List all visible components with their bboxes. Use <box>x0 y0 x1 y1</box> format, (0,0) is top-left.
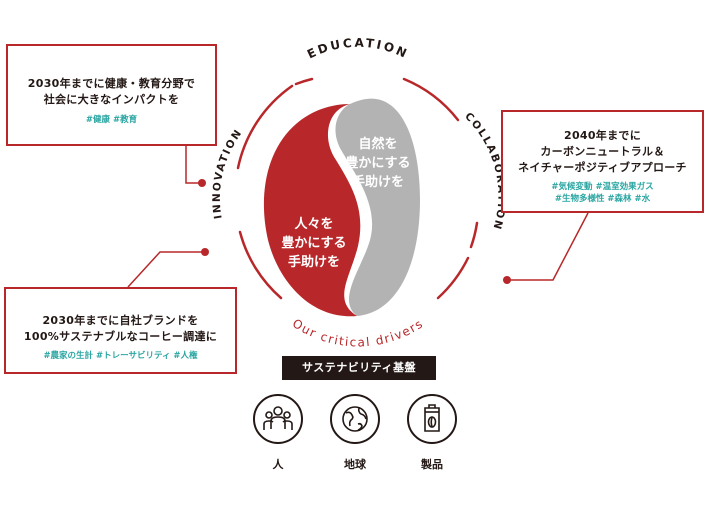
bean-text-left: 人々を 豊かにする 手助けを <box>281 216 346 270</box>
goal-carbon-line-1: 2040年までに <box>563 129 641 142</box>
foundation-item-people: 人 <box>251 394 305 472</box>
goal-brand-line-2: 100%サステナブルなコーヒー調達に <box>23 330 218 343</box>
connector-education <box>185 146 202 184</box>
ring-arc-top-right <box>402 77 460 122</box>
coffee-bag-icon <box>407 394 457 444</box>
bean-left-line-2: 豊かにする <box>281 235 346 251</box>
outer-ring <box>236 77 479 300</box>
goal-education-line-2: 社会に大きなインパクトを <box>43 93 180 106</box>
bean-right-line-2: 豊かにする <box>345 155 410 171</box>
ring-arc-top-left <box>294 77 314 86</box>
foundation-label-earth: 地球 <box>344 458 366 471</box>
globe-icon <box>330 394 380 444</box>
goal-carbon-line-2: カーボンニュートラル＆ <box>540 145 665 158</box>
goal-education-tags: #健康 #教育 <box>85 115 138 125</box>
goal-box-education: 2030年までに健康・教育分野で 社会に大きなインパクトを #健康 #教育 <box>6 44 217 146</box>
foundation-label-people: 人 <box>272 458 284 471</box>
foundation-item-earth: 地球 <box>328 394 382 472</box>
people-icon <box>253 394 303 444</box>
ring-label-top: EDUCATION <box>305 36 411 62</box>
foundation-title: サステナビリティ基盤 <box>282 356 436 380</box>
goal-brand-line-1: 2030年までに自社ブランドを <box>42 314 199 327</box>
connector-carbon <box>507 212 589 281</box>
goal-box-brand: 2030年までに自社ブランドを 100%サステナブルなコーヒー調達に #農家の生… <box>4 287 237 374</box>
goal-brand-tags: #農家の生計 #トレーサビリティ #人権 <box>43 351 198 361</box>
bean-right-line-1: 自然を <box>358 136 397 152</box>
coffee-bean <box>263 98 420 317</box>
foundation-label-product: 製品 <box>421 458 443 471</box>
foundation-item-product: 製品 <box>405 394 459 472</box>
ring-arc-bottom-left <box>238 230 283 300</box>
bean-left-line-3: 手助けを <box>288 254 340 270</box>
bean-right-line-3: 手助けを <box>352 174 404 190</box>
bean-half-right <box>335 98 420 317</box>
ring-label-bottom: Our critical drivers <box>290 316 426 349</box>
goal-box-carbon: 2040年までに カーボンニュートラル＆ ネイチャーポジティブアプローチ #気候… <box>501 110 704 213</box>
connector-dot-brand <box>201 248 209 256</box>
goal-carbon-line-3: ネイチャーポジティブアプローチ <box>518 161 687 174</box>
ring-arc-left-top <box>236 84 294 170</box>
goal-carbon-tags-1: #気候変動 #温室効果ガス <box>551 182 654 192</box>
connector-lines <box>127 146 589 288</box>
bean-half-left <box>263 104 361 317</box>
connector-dot-education <box>198 179 206 187</box>
goal-education-line-1: 2030年までに健康・教育分野で <box>27 77 196 90</box>
ring-arc-right <box>469 221 479 249</box>
ring-arc-bottom-right <box>436 256 470 300</box>
connector-brand <box>127 251 205 288</box>
bean-text-right: 自然を 豊かにする 手助けを <box>345 136 410 190</box>
bean-left-line-1: 人々を <box>294 216 333 232</box>
goal-carbon-tags-2: #生物多様性 #森林 #水 <box>554 194 651 204</box>
connector-dot-carbon <box>503 276 511 284</box>
